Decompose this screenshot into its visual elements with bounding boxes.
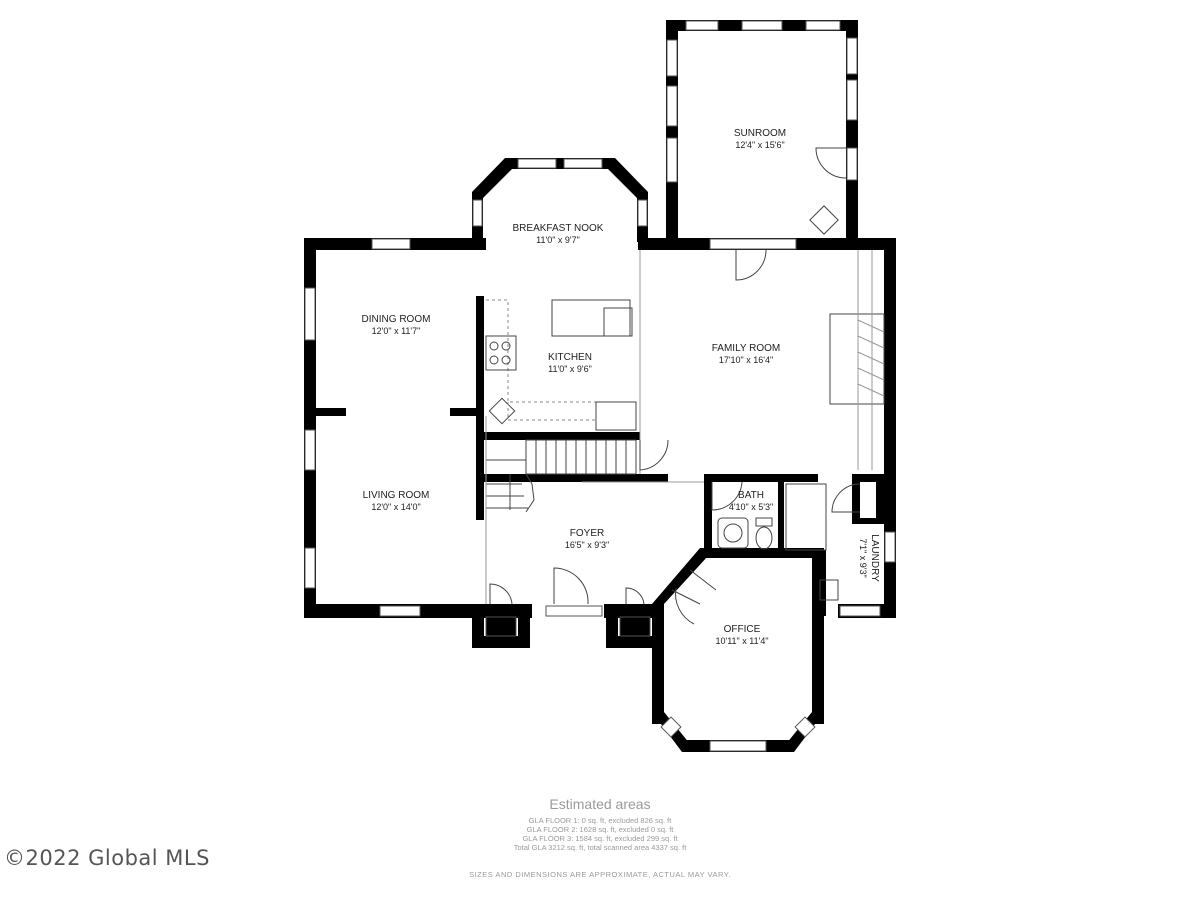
room-label-sunroom: SUNROOM 12'4" x 15'6" — [734, 128, 786, 150]
foyer-doors — [485, 416, 704, 605]
svg-text:SUNROOM: SUNROOM — [734, 128, 786, 139]
svg-text:LIVING ROOM: LIVING ROOM — [363, 490, 430, 501]
room-label-breakfast-nook: BREAKFAST NOOK 11'0" x 9'7" — [513, 223, 604, 245]
room-label-foyer: FOYER 16'5" x 9'3" — [565, 528, 609, 550]
breakfast-nook-walls — [472, 158, 648, 242]
svg-text:16'5" x 9'3": 16'5" x 9'3" — [565, 540, 609, 550]
stairs — [486, 439, 637, 513]
svg-text:OFFICE: OFFICE — [724, 624, 761, 635]
estimated-areas-lines: GLA FLOOR 1: 0 sq. ft, excluded 826 sq. … — [0, 816, 1200, 852]
svg-text:4'10" x 5'3": 4'10" x 5'3" — [729, 502, 773, 512]
svg-text:LAUNDRY: LAUNDRY — [869, 534, 880, 582]
room-label-family-room: FAMILY ROOM 17'10" x 16'4" — [712, 343, 781, 365]
svg-text:12'0" x 14'0": 12'0" x 14'0" — [371, 502, 420, 512]
svg-text:17'10" x 16'4": 17'10" x 16'4" — [719, 355, 773, 365]
estimate-line: GLA FLOOR 3: 1584 sq. ft, excluded 299 s… — [522, 834, 678, 843]
svg-text:11'0" x 9'6": 11'0" x 9'6" — [548, 364, 592, 374]
svg-text:KITCHEN: KITCHEN — [548, 352, 592, 363]
room-label-bath: BATH 4'10" x 5'3" — [729, 490, 773, 512]
estimated-areas-title: Estimated areas — [549, 796, 651, 812]
svg-text:7'1" x 9'3": 7'1" x 9'3" — [858, 538, 868, 577]
estimate-line: GLA FLOOR 2: 1628 sq. ft, excluded 0 sq.… — [526, 825, 674, 834]
estimate-line: Total GLA 3212 sq. ft, total scanned are… — [513, 843, 687, 852]
bath-fixtures — [711, 481, 861, 601]
svg-text:12'4" x 15'6": 12'4" x 15'6" — [735, 140, 784, 150]
copyright-watermark: ©2022 Global MLS — [4, 846, 210, 870]
family-room-fixtures — [639, 249, 885, 474]
office-walls — [652, 548, 824, 752]
kitchen-fixtures — [485, 299, 637, 431]
svg-text:10'11" x 11'4": 10'11" x 11'4" — [715, 636, 768, 646]
room-label-laundry: LAUNDRY 7'1" x 9'3" — [858, 534, 880, 582]
svg-text:BREAKFAST NOOK: BREAKFAST NOOK — [513, 223, 604, 234]
svg-text:12'0" x 11'7": 12'0" x 11'7" — [372, 326, 421, 336]
sunroom-walls — [666, 20, 858, 244]
room-label-living-room: LIVING ROOM 12'0" x 14'0" — [363, 490, 430, 512]
disclaimer: SIZES AND DIMENSIONS ARE APPROXIMATE, AC… — [469, 870, 731, 879]
estimate-line: GLA FLOOR 1: 0 sq. ft, excluded 826 sq. … — [528, 816, 672, 825]
room-label-kitchen: KITCHEN 11'0" x 9'6" — [548, 352, 592, 374]
main-walls — [304, 238, 896, 648]
svg-text:FAMILY ROOM: FAMILY ROOM — [712, 343, 781, 354]
svg-text:DINING ROOM: DINING ROOM — [362, 314, 431, 325]
room-label-office: OFFICE 10'11" x 11'4" — [715, 624, 768, 646]
svg-text:FOYER: FOYER — [570, 528, 604, 539]
room-label-dining-room: DINING ROOM 12'0" x 11'7" — [362, 314, 431, 336]
svg-text:11'0" x 9'7": 11'0" x 9'7" — [536, 235, 580, 245]
svg-text:BATH: BATH — [738, 490, 764, 501]
